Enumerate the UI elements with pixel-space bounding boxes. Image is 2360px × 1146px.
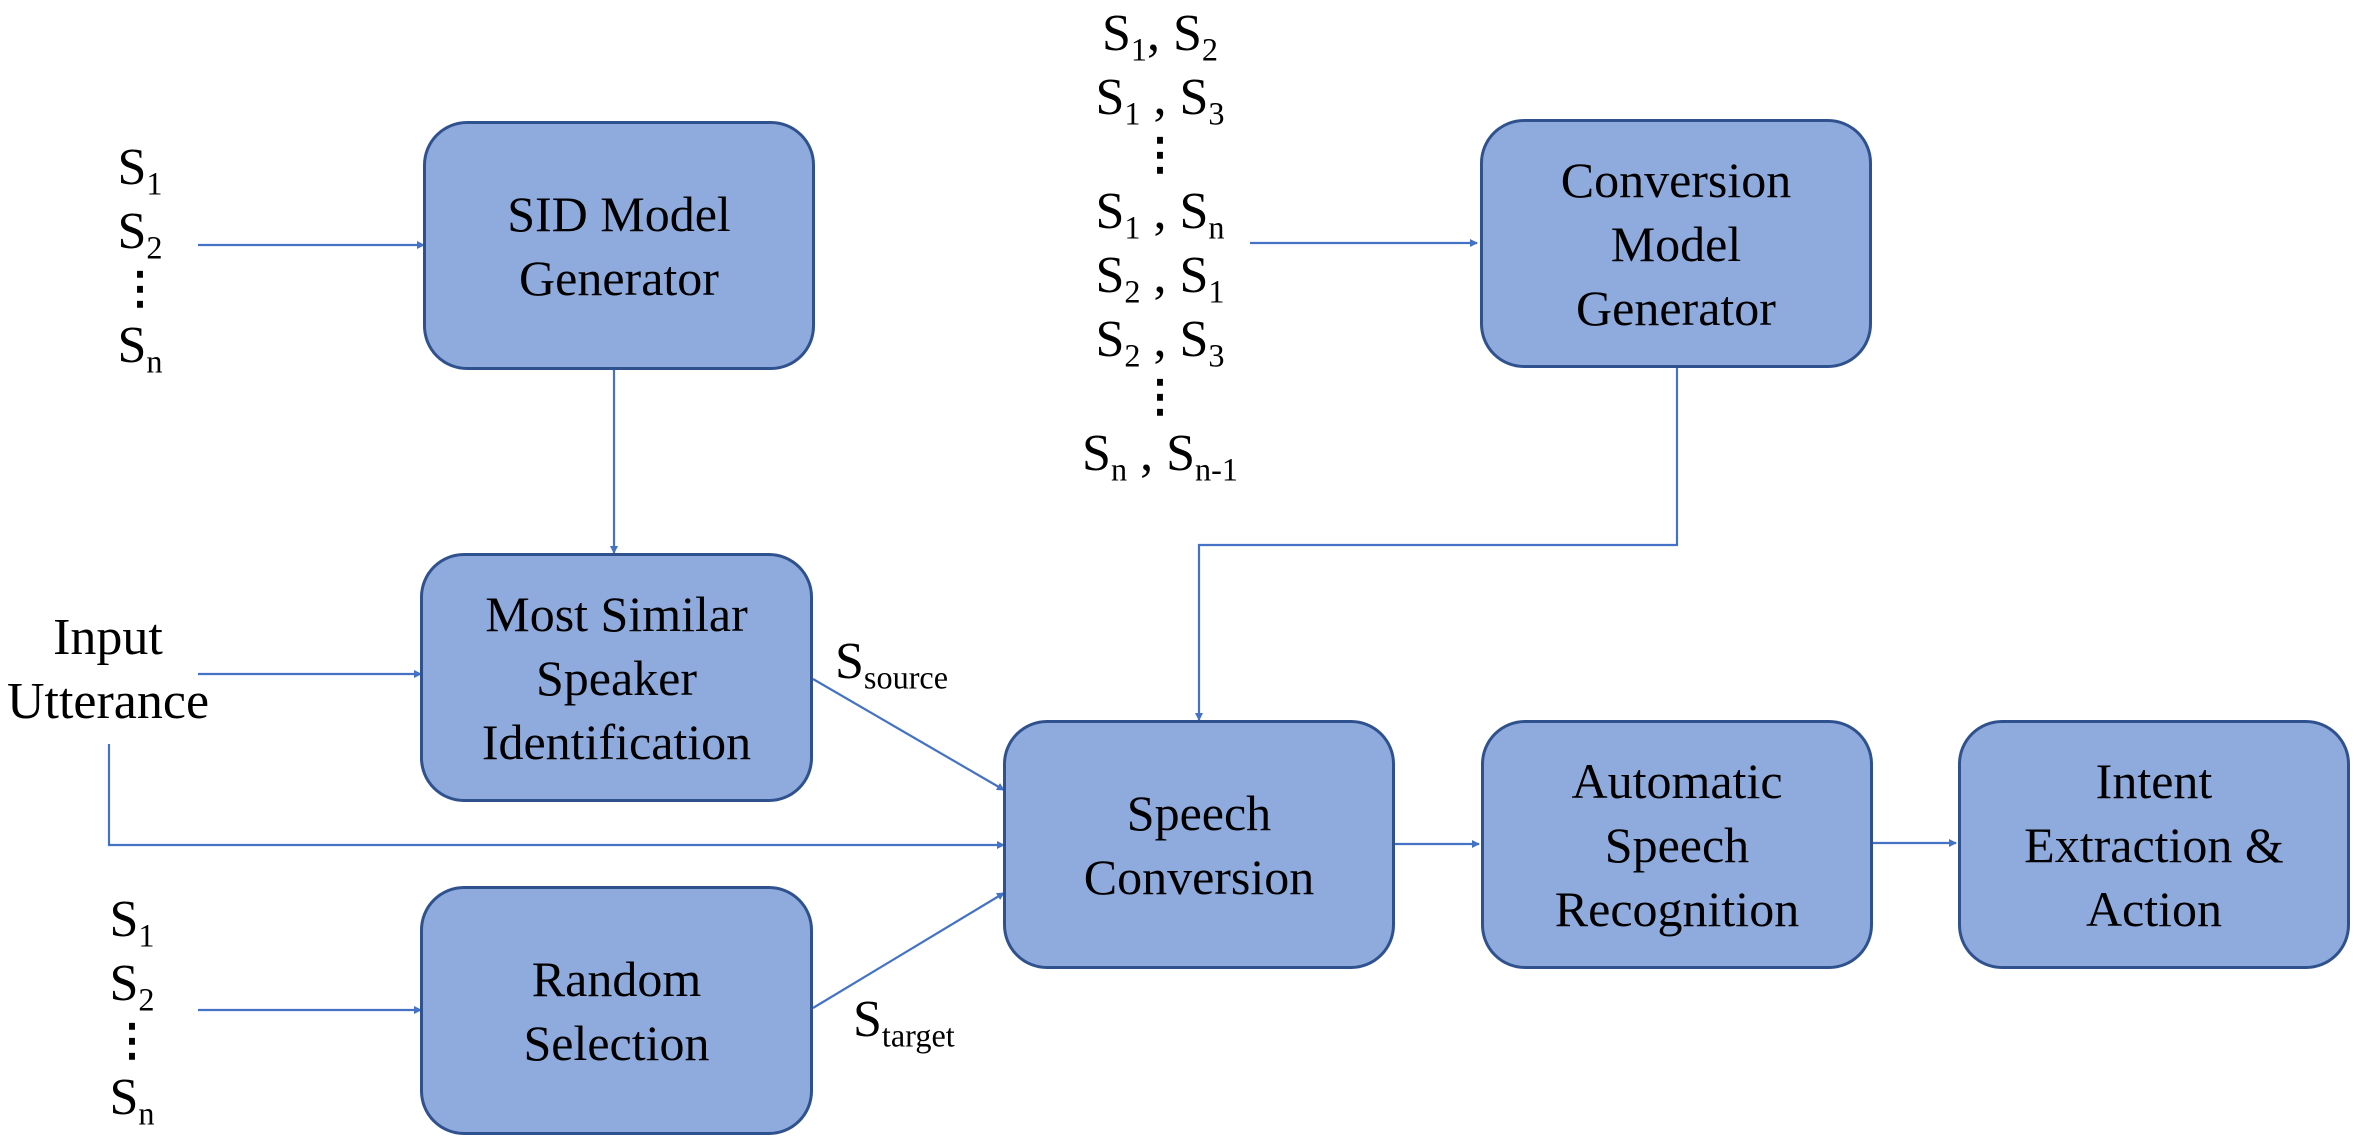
box-line: Speaker	[535, 649, 698, 706]
sid-model-generator-box: SID Model Generator	[423, 121, 815, 370]
speaker-list-bottom: S1 S2 ⋮ Sn	[102, 888, 162, 1130]
automatic-speech-recognition-box: Automatic Speech Recognition	[1481, 720, 1873, 969]
random-selection-box: Random Selection	[420, 886, 813, 1135]
arrow-random-to-speech-conversion	[812, 892, 1005, 1009]
box-line: Selection	[523, 1014, 710, 1071]
speaker-item: Sn	[117, 317, 163, 380]
box-line: Generator	[519, 249, 719, 306]
box-line: SID Model	[507, 185, 731, 242]
box-line: Speech	[1604, 816, 1750, 873]
box-line: Conversion	[1560, 151, 1792, 208]
speaker-list-top: S1 S2 ⋮ Sn	[110, 136, 170, 378]
speaker-pair: S1, S2	[1101, 5, 1219, 68]
box-line: Generator	[1576, 279, 1776, 336]
speaker-pair: Sn , Sn-1	[1082, 425, 1238, 488]
box-line: Automatic	[1571, 752, 1783, 809]
box-line: Model	[1610, 215, 1742, 272]
box-line: Extraction &	[2024, 816, 2284, 873]
s-target-label: Starget	[853, 991, 955, 1054]
input-label-line: Input	[53, 609, 163, 666]
speaker-item: Sn	[109, 1069, 155, 1132]
box-line: Random	[531, 950, 702, 1007]
speaker-pair: S1 , S3	[1095, 69, 1225, 132]
input-utterance-label: Input Utterance	[0, 606, 216, 734]
s-source-label: Ssource	[835, 633, 949, 696]
speaker-pair: S2 , S3	[1095, 311, 1225, 374]
input-label-line: Utterance	[6, 673, 210, 730]
vertical-ellipsis: ⋮	[118, 264, 162, 313]
speaker-item: S1	[109, 891, 155, 954]
vertical-ellipsis: ⋮	[110, 1016, 154, 1065]
box-line: Intent	[2095, 752, 2213, 809]
most-similar-speaker-identification-box: Most Similar Speaker Identification	[420, 553, 813, 802]
speaker-pairs-list: S1, S2 S1 , S3 ⋮ S1 , Sn S2 , S1 S2 , S3…	[1060, 2, 1260, 486]
speaker-pair: S1 , Sn	[1095, 183, 1225, 246]
arrow-conversion-model-to-speech-conversion	[1195, 368, 1679, 721]
box-line: Identification	[481, 713, 752, 770]
box-line: Conversion	[1083, 848, 1315, 905]
box-line: Speech	[1126, 784, 1272, 841]
speech-conversion-box: Speech Conversion	[1003, 720, 1395, 969]
conversion-model-generator-box: Conversion Model Generator	[1480, 119, 1872, 368]
vertical-ellipsis: ⋮	[1138, 372, 1182, 421]
speaker-item: S2	[109, 955, 155, 1018]
box-line: Recognition	[1554, 880, 1800, 937]
intent-extraction-action-box: Intent Extraction & Action	[1958, 720, 2350, 969]
box-line: Most Similar	[485, 585, 748, 642]
speaker-item: S1	[117, 139, 163, 202]
box-line: Action	[2085, 880, 2223, 937]
arrow-most-similar-to-speech-conversion	[812, 678, 1005, 791]
arrow-input-to-speech-conversion	[107, 744, 1005, 849]
vertical-ellipsis: ⋮	[1138, 130, 1182, 179]
speaker-item: S2	[117, 203, 163, 266]
speaker-pair: S2 , S1	[1095, 247, 1225, 310]
